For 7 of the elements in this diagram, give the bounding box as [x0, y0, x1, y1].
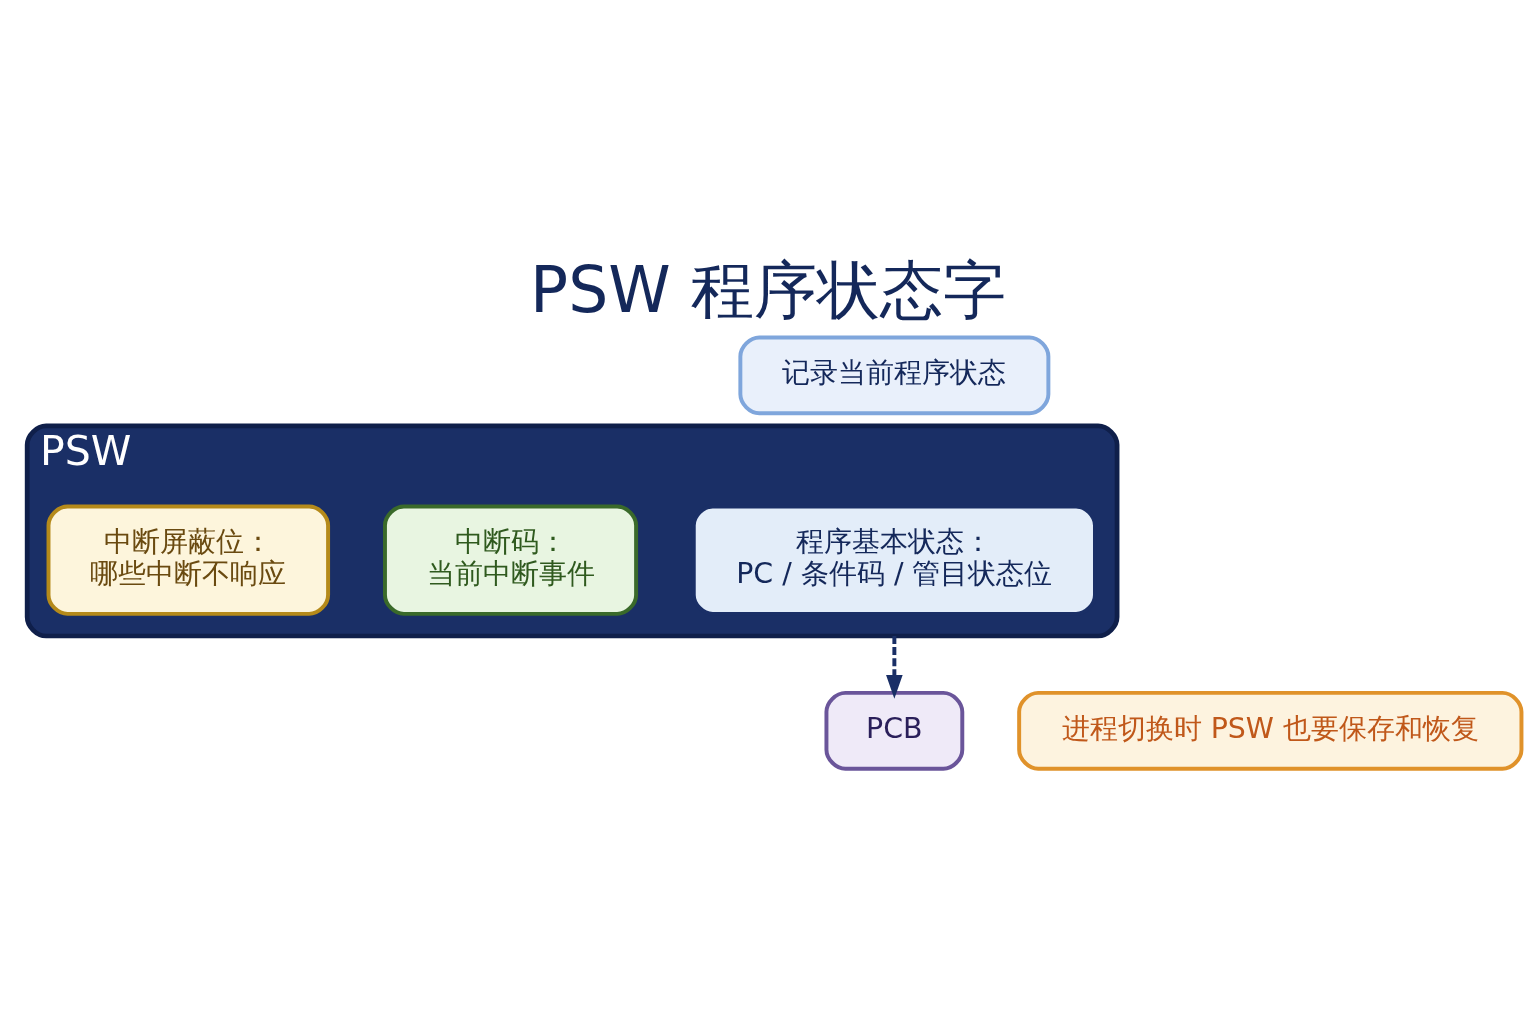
node-box: 中断屏蔽位： 哪些中断不响应: [46, 504, 331, 616]
node-box: PCB: [824, 690, 965, 771]
node-box: 进程切换时 PSW 也要保存和恢复: [1017, 690, 1524, 771]
node-box: 记录当前程序状态: [738, 335, 1051, 416]
arrow: [886, 636, 903, 699]
node-box: 中断码： 当前中断事件: [382, 504, 639, 616]
diagram-title: PSW 程序状态字: [530, 253, 1006, 328]
